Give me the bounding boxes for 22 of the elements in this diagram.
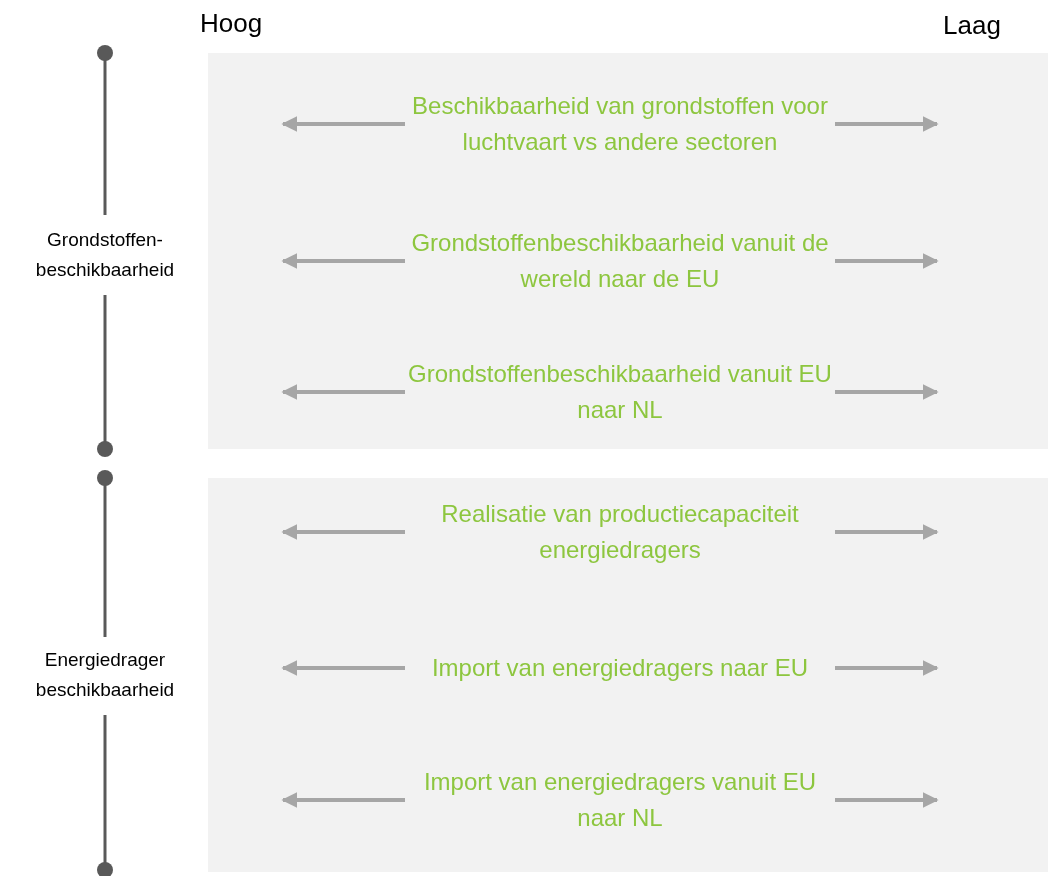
arrow [835, 792, 939, 808]
scale-label: Laag [943, 10, 1001, 41]
arrow [835, 253, 939, 269]
factor-text: Grondstoffenbeschikbaarheid vanuit EU naar NL [405, 356, 835, 428]
arrow [281, 792, 405, 808]
factor-text: Realisatie van productiecapaciteit energiedragers [405, 496, 835, 568]
arrow [281, 524, 405, 540]
arrow [281, 384, 405, 400]
factor-text: Beschikbaarheid van grondstoffen voor luchtvaart vs andere sectoren [405, 88, 835, 160]
arrow [835, 116, 939, 132]
panel-background [208, 478, 1048, 872]
factor-text: Grondstoffenbeschikbaarheid vanuit de wereld naar de EU [405, 225, 835, 297]
arrow [835, 660, 939, 676]
factor-text: Import van energiedragers naar EU [405, 650, 835, 686]
scale-label: Hoog [200, 8, 263, 39]
arrow [835, 384, 939, 400]
arrow [281, 660, 405, 676]
factor-text: Import van energiedragers vanuit EU naar NL [405, 764, 835, 836]
arrow [281, 116, 405, 132]
panel-background [208, 53, 1048, 449]
arrow [281, 253, 405, 269]
arrow [835, 524, 939, 540]
